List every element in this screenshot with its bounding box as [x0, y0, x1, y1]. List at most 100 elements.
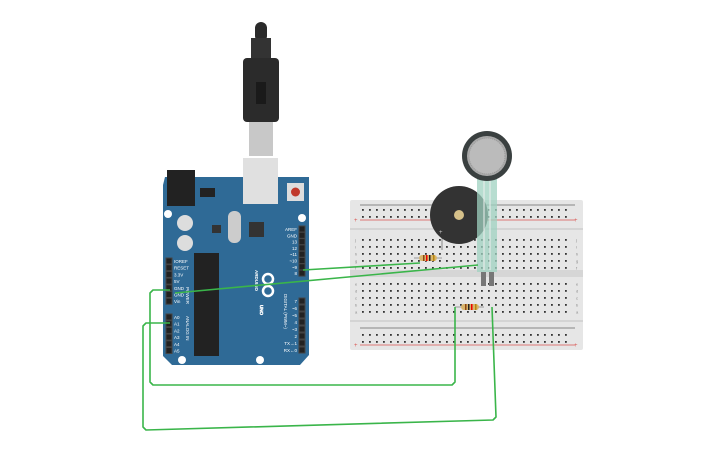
- breadboard-hole[interactable]: [537, 216, 539, 218]
- power-header-pin[interactable]: [165, 277, 173, 285]
- breadboard-hole[interactable]: [544, 253, 546, 255]
- breadboard-hole[interactable]: [404, 260, 406, 262]
- digital-header-pin[interactable]: [298, 231, 306, 239]
- breadboard-hole[interactable]: [383, 216, 385, 218]
- breadboard-hole[interactable]: [460, 304, 462, 306]
- breadboard-hole[interactable]: [544, 260, 546, 262]
- breadboard-hole[interactable]: [558, 304, 560, 306]
- breadboard-hole[interactable]: [418, 283, 420, 285]
- breadboard-hole[interactable]: [474, 334, 476, 336]
- breadboard-hole[interactable]: [453, 283, 455, 285]
- force-sensor[interactable]: [462, 131, 512, 286]
- breadboard-hole[interactable]: [425, 209, 427, 211]
- breadboard-hole[interactable]: [362, 216, 364, 218]
- breadboard-hole[interactable]: [411, 246, 413, 248]
- breadboard-hole[interactable]: [446, 341, 448, 343]
- breadboard-hole[interactable]: [509, 216, 511, 218]
- breadboard-hole[interactable]: [502, 239, 504, 241]
- breadboard-hole[interactable]: [383, 290, 385, 292]
- breadboard-hole[interactable]: [551, 283, 553, 285]
- breadboard-hole[interactable]: [516, 297, 518, 299]
- breadboard-hole[interactable]: [411, 334, 413, 336]
- breadboard-hole[interactable]: [537, 290, 539, 292]
- breadboard-hole[interactable]: [509, 297, 511, 299]
- breadboard-hole[interactable]: [544, 239, 546, 241]
- breadboard-hole[interactable]: [523, 267, 525, 269]
- breadboard-hole[interactable]: [530, 334, 532, 336]
- breadboard-hole[interactable]: [565, 290, 567, 292]
- breadboard-hole[interactable]: [376, 334, 378, 336]
- breadboard-hole[interactable]: [516, 283, 518, 285]
- breadboard-hole[interactable]: [376, 253, 378, 255]
- breadboard-hole[interactable]: [565, 209, 567, 211]
- breadboard-hole[interactable]: [411, 209, 413, 211]
- breadboard-hole[interactable]: [523, 246, 525, 248]
- breadboard-hole[interactable]: [558, 260, 560, 262]
- breadboard-hole[interactable]: [530, 209, 532, 211]
- breadboard-hole[interactable]: [432, 239, 434, 241]
- breadboard-hole[interactable]: [516, 260, 518, 262]
- breadboard-hole[interactable]: [495, 290, 497, 292]
- breadboard-hole[interactable]: [404, 341, 406, 343]
- breadboard-hole[interactable]: [530, 253, 532, 255]
- breadboard-hole[interactable]: [404, 253, 406, 255]
- breadboard-hole[interactable]: [453, 246, 455, 248]
- breadboard-hole[interactable]: [453, 341, 455, 343]
- breadboard-hole[interactable]: [565, 283, 567, 285]
- breadboard-hole[interactable]: [404, 334, 406, 336]
- breadboard-hole[interactable]: [467, 260, 469, 262]
- breadboard-hole[interactable]: [474, 253, 476, 255]
- wire-a1[interactable]: [142, 306, 497, 431]
- breadboard-hole[interactable]: [404, 311, 406, 313]
- breadboard-hole[interactable]: [439, 246, 441, 248]
- breadboard-hole[interactable]: [509, 267, 511, 269]
- breadboard-hole[interactable]: [460, 246, 462, 248]
- breadboard-hole[interactable]: [376, 304, 378, 306]
- digital-header-pin[interactable]: [298, 318, 306, 326]
- breadboard-hole[interactable]: [418, 334, 420, 336]
- breadboard-hole[interactable]: [397, 253, 399, 255]
- breadboard-hole[interactable]: [502, 334, 504, 336]
- breadboard-hole[interactable]: [432, 246, 434, 248]
- breadboard-hole[interactable]: [488, 283, 490, 285]
- breadboard-hole[interactable]: [383, 334, 385, 336]
- breadboard-hole[interactable]: [523, 253, 525, 255]
- breadboard-hole[interactable]: [481, 304, 483, 306]
- breadboard-hole[interactable]: [509, 341, 511, 343]
- breadboard-hole[interactable]: [481, 290, 483, 292]
- breadboard-hole[interactable]: [537, 283, 539, 285]
- breadboard-hole[interactable]: [411, 267, 413, 269]
- breadboard-hole[interactable]: [502, 311, 504, 313]
- breadboard-hole[interactable]: [425, 297, 427, 299]
- breadboard-hole[interactable]: [544, 267, 546, 269]
- breadboard-hole[interactable]: [369, 253, 371, 255]
- breadboard-hole[interactable]: [383, 311, 385, 313]
- breadboard-hole[interactable]: [362, 283, 364, 285]
- breadboard-hole[interactable]: [551, 267, 553, 269]
- breadboard-hole[interactable]: [537, 297, 539, 299]
- breadboard-hole[interactable]: [446, 260, 448, 262]
- breadboard-hole[interactable]: [558, 311, 560, 313]
- breadboard-hole[interactable]: [439, 334, 441, 336]
- breadboard-hole[interactable]: [481, 311, 483, 313]
- breadboard-hole[interactable]: [544, 290, 546, 292]
- breadboard-hole[interactable]: [537, 253, 539, 255]
- breadboard-hole[interactable]: [418, 290, 420, 292]
- breadboard-hole[interactable]: [376, 297, 378, 299]
- breadboard-hole[interactable]: [390, 260, 392, 262]
- breadboard-hole[interactable]: [376, 267, 378, 269]
- breadboard-hole[interactable]: [537, 246, 539, 248]
- breadboard-hole[interactable]: [383, 239, 385, 241]
- breadboard-hole[interactable]: [411, 311, 413, 313]
- breadboard-hole[interactable]: [467, 297, 469, 299]
- breadboard-hole[interactable]: [383, 297, 385, 299]
- breadboard-hole[interactable]: [390, 334, 392, 336]
- breadboard-hole[interactable]: [530, 304, 532, 306]
- breadboard-hole[interactable]: [397, 239, 399, 241]
- breadboard-hole[interactable]: [390, 297, 392, 299]
- breadboard-hole[interactable]: [502, 341, 504, 343]
- digital-header-pin[interactable]: [298, 244, 306, 252]
- breadboard-hole[interactable]: [565, 341, 567, 343]
- breadboard-hole[interactable]: [362, 297, 364, 299]
